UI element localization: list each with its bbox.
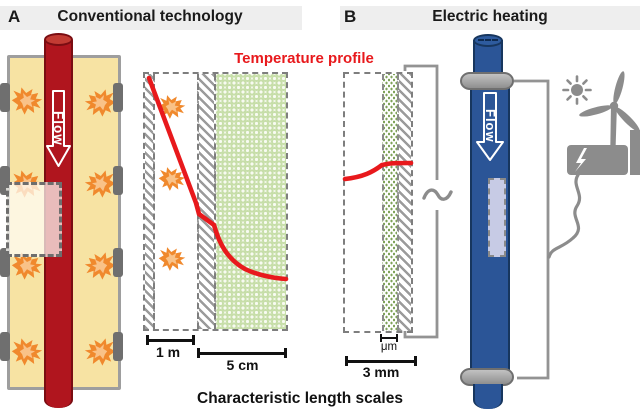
- furnace-wall-strip: [145, 74, 155, 329]
- panel-a-header-band: [0, 6, 302, 30]
- zoom-region-electric: [488, 178, 506, 257]
- burner-block: [0, 83, 10, 112]
- scale-bar-1m: [146, 335, 195, 345]
- electric-tube-bottom-stub: [473, 384, 503, 409]
- tube-circuit-wire: [514, 79, 550, 380]
- power-plant-icon: [567, 130, 640, 175]
- washcoat-layer: [382, 74, 397, 331]
- ac-source-icon: [422, 188, 453, 201]
- burner-block: [113, 166, 123, 195]
- scale-bar-um: [380, 334, 398, 342]
- burner-block: [113, 248, 123, 277]
- panel-b-label: B: [344, 7, 357, 26]
- lightning-bolt-icon: [575, 148, 587, 172]
- panel-b-header-band: [340, 6, 640, 30]
- heated-tube-wall: [397, 74, 411, 331]
- electric-tube-top-cylinder: [473, 40, 503, 78]
- scale-label-5cm: 5 cm: [226, 357, 259, 373]
- burner-block: [113, 83, 123, 112]
- burner-block: [0, 248, 10, 277]
- burner-block: [0, 166, 10, 195]
- power-cable: [547, 173, 582, 259]
- sun-icon: [562, 75, 592, 105]
- scale-bar-3mm: [345, 356, 417, 366]
- inset-b: [342, 72, 414, 333]
- catalyst-bed: [216, 74, 286, 329]
- scale-label-1m: 1 m: [155, 344, 181, 360]
- temperature-curve-a: [146, 75, 289, 282]
- panel-b-title: Electric heating: [432, 8, 548, 25]
- scale-bar-5cm: [197, 348, 287, 358]
- monolith-pattern: [478, 39, 498, 41]
- inset-circuit-wire: [403, 64, 453, 339]
- temperature-profile-label: Temperature profile: [234, 50, 374, 67]
- electrode-flange-top: [460, 72, 514, 90]
- flow-label: Flow: [483, 109, 498, 143]
- burner-block: [0, 332, 10, 361]
- reformer-tube-top: [44, 33, 73, 46]
- temperature-curve-b: [342, 160, 414, 182]
- scale-label-um: μm: [380, 341, 398, 353]
- panel-a-title: Conventional technology: [57, 8, 243, 25]
- tube-wall: [197, 74, 216, 329]
- scale-label-3mm: 3 mm: [362, 364, 400, 380]
- flow-label: Flow: [51, 110, 66, 146]
- panel-a-label: A: [8, 7, 21, 26]
- caption: Characteristic length scales: [197, 390, 403, 407]
- flow-arrow: [476, 92, 504, 161]
- burner-block: [113, 332, 123, 361]
- flow-arrow: [46, 90, 71, 167]
- zoom-region: [6, 182, 62, 257]
- inset-a: [143, 72, 289, 331]
